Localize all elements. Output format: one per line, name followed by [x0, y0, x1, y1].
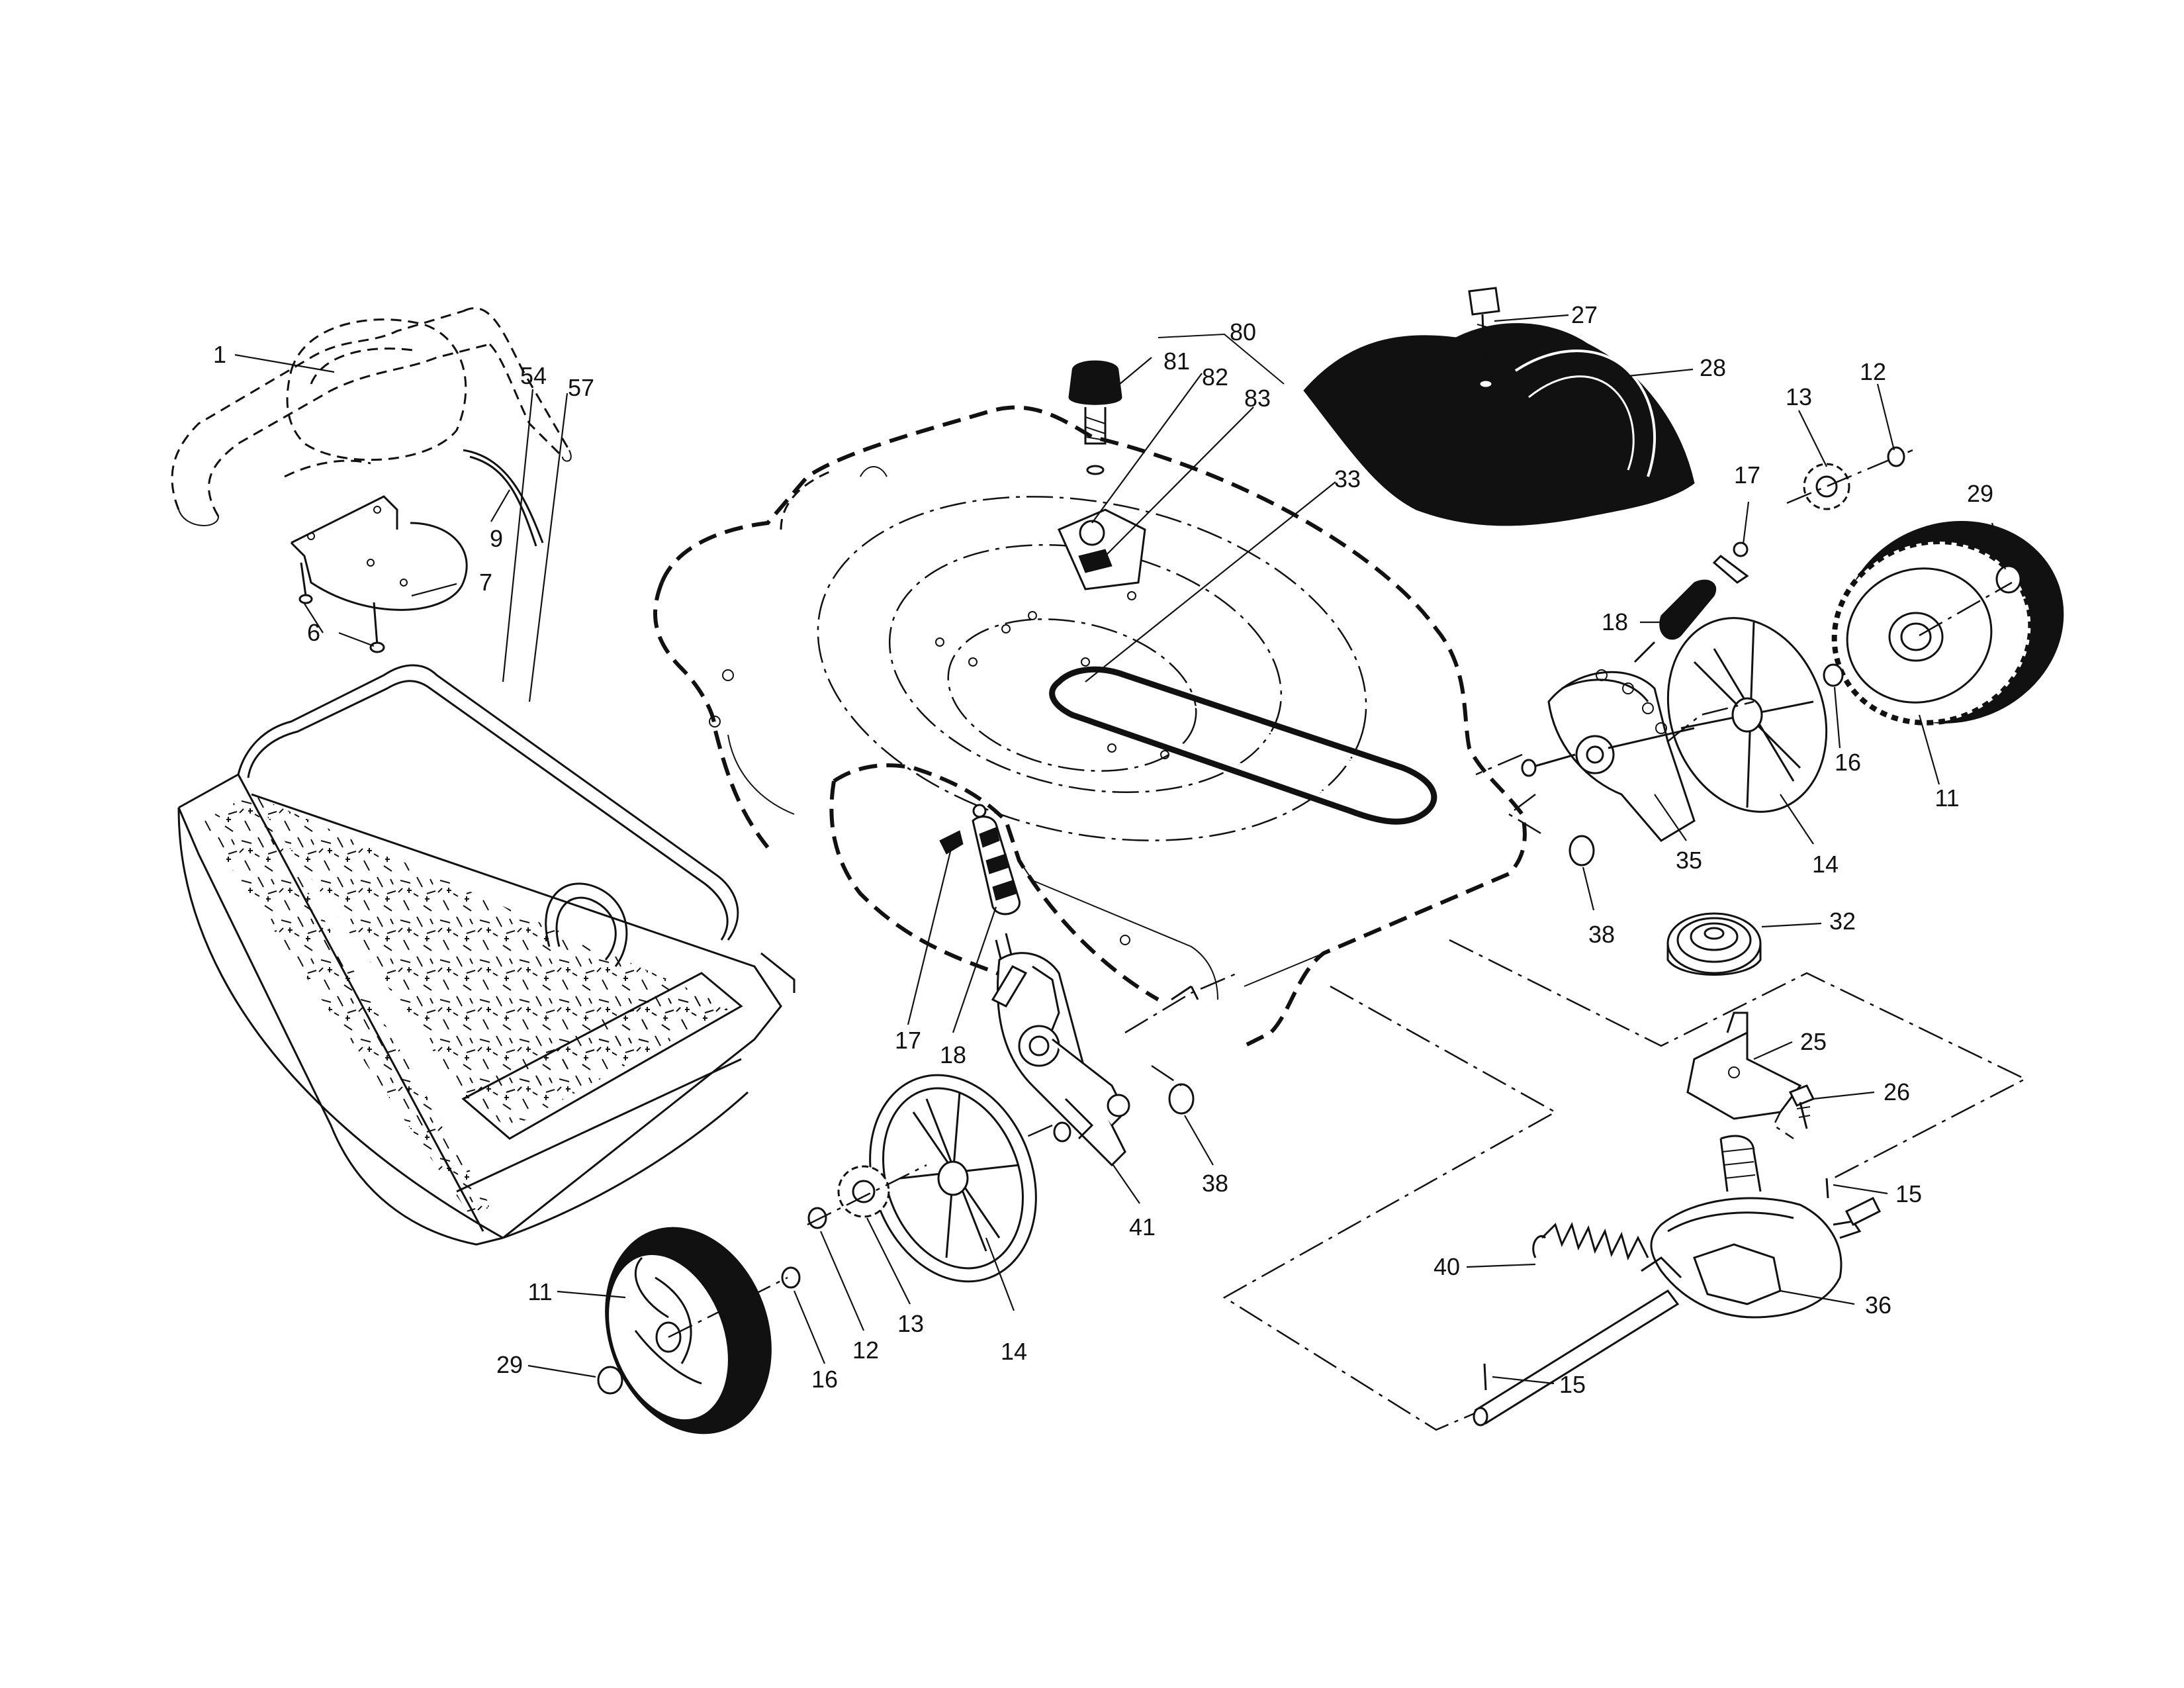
- callout-18: 18: [940, 1041, 966, 1068]
- callout-17: 17: [1734, 461, 1760, 489]
- callout-81: 81: [1163, 348, 1190, 375]
- callout-16: 16: [811, 1366, 838, 1393]
- callout-28: 28: [1700, 354, 1726, 381]
- rear-flap: [1303, 287, 1695, 526]
- callout-13: 13: [897, 1310, 924, 1337]
- callout-32: 32: [1829, 908, 1856, 935]
- callout-13: 13: [1786, 383, 1812, 410]
- callout-15: 15: [1559, 1371, 1586, 1398]
- callout-7: 7: [479, 569, 492, 596]
- callout-14: 14: [1812, 851, 1839, 878]
- callout-41: 41: [1129, 1213, 1156, 1241]
- callout-35: 35: [1676, 847, 1702, 874]
- left-wheel-assembly: [597, 804, 1238, 1434]
- callout-labels: 1 9 7 6 54 57 80 81 82 83 33 27 28 13 12…: [213, 301, 1993, 1398]
- drive-belt: [1049, 666, 1437, 825]
- leader-lines: [234, 314, 2007, 1385]
- callout-57: 57: [568, 374, 594, 401]
- callout-25: 25: [1800, 1028, 1827, 1055]
- callout-26: 26: [1884, 1078, 1910, 1105]
- callout-36: 36: [1865, 1291, 1891, 1319]
- callout-83: 83: [1244, 385, 1271, 412]
- callout-27: 27: [1571, 301, 1598, 328]
- callout-40: 40: [1433, 1253, 1460, 1280]
- transmission-assembly: [1222, 912, 2027, 1431]
- callout-29: 29: [1967, 480, 1993, 507]
- grass-bag: [177, 664, 796, 1246]
- callout-80: 80: [1230, 318, 1256, 346]
- mower-deck: [653, 405, 1527, 1048]
- height-knob: [1058, 333, 1285, 590]
- callout-82: 82: [1202, 363, 1228, 391]
- callout-12: 12: [1860, 358, 1886, 385]
- callout-18: 18: [1602, 608, 1628, 635]
- callout-14: 14: [1001, 1338, 1027, 1365]
- callout-6: 6: [307, 619, 320, 646]
- callout-11: 11: [1934, 784, 1959, 812]
- callout-11: 11: [527, 1278, 552, 1305]
- callout-16: 16: [1835, 749, 1861, 776]
- handle-assembly: [171, 307, 572, 653]
- callout-33: 33: [1334, 465, 1361, 492]
- callout-9: 9: [490, 525, 503, 552]
- callout-17: 17: [895, 1027, 921, 1054]
- callout-12: 12: [852, 1336, 879, 1364]
- callout-54: 54: [520, 362, 547, 389]
- callout-15: 15: [1895, 1180, 1922, 1207]
- callout-1: 1: [213, 341, 226, 368]
- callout-38: 38: [1588, 921, 1615, 948]
- callout-38: 38: [1202, 1170, 1228, 1197]
- callout-29: 29: [496, 1351, 523, 1378]
